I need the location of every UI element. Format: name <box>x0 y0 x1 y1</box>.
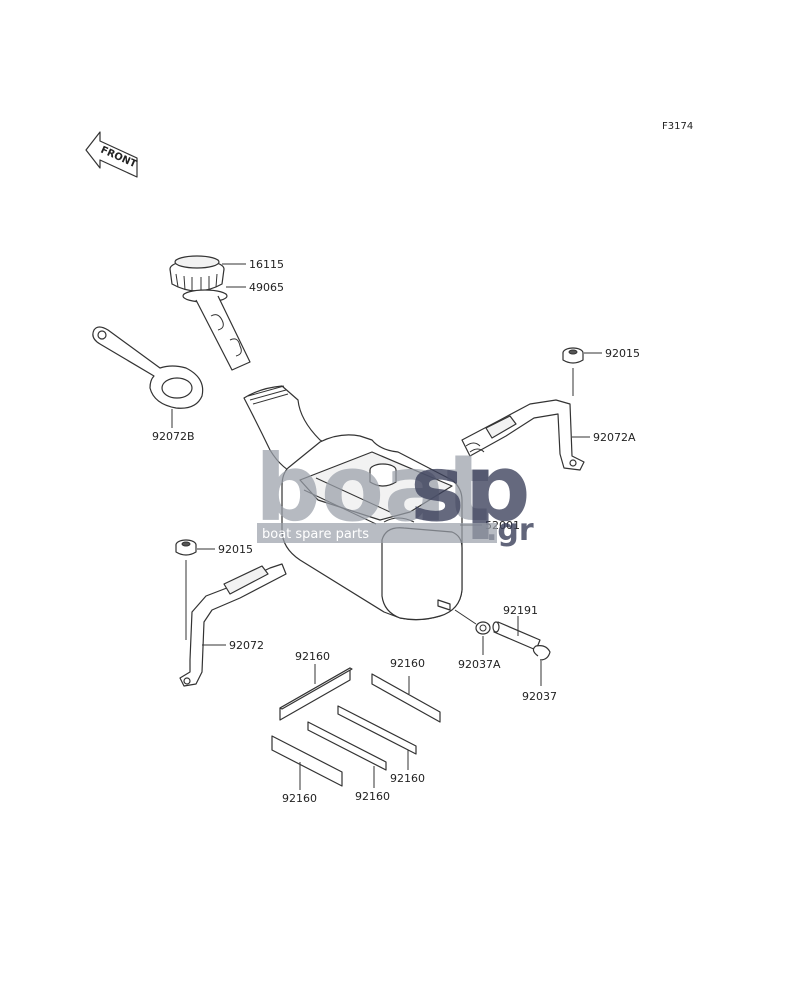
nut-right <box>562 347 584 364</box>
pad-1 <box>279 667 353 721</box>
label-92072b: 92072B <box>152 430 195 443</box>
label-92015-left: 92015 <box>218 543 253 556</box>
band-right <box>461 399 585 471</box>
pad-5 <box>271 735 343 787</box>
watermark-logo: boat sp .gr boat spare parts <box>255 435 534 548</box>
label-92160-2: 92160 <box>390 657 425 670</box>
label-92072: 92072 <box>229 639 264 652</box>
label-92160-4: 92160 <box>355 790 390 803</box>
pad-2 <box>371 673 441 723</box>
filler-strainer <box>182 289 251 371</box>
label-92160-3: 92160 <box>390 772 425 785</box>
pad-3 <box>337 705 417 755</box>
tether-strap <box>92 326 204 409</box>
clamp <box>532 645 551 661</box>
label-92015-right: 92015 <box>605 347 640 360</box>
label-16115: 16115 <box>249 258 284 271</box>
clamp-a <box>475 621 491 635</box>
hose <box>492 621 541 651</box>
pad-4 <box>307 721 387 771</box>
band-left <box>179 563 287 687</box>
filler-cap <box>169 255 225 292</box>
label-92160-1: 92160 <box>295 650 330 663</box>
watermark-tagline: boat spare parts <box>262 527 369 542</box>
label-92191: 92191 <box>503 604 538 617</box>
label-92037a: 92037A <box>458 658 501 671</box>
label-49065: 49065 <box>249 281 284 294</box>
figure-code: F3174 <box>662 121 693 132</box>
front-arrow-icon: FRONT <box>85 131 138 178</box>
label-92160-5: 92160 <box>282 792 317 805</box>
label-92072a: 92072A <box>593 431 636 444</box>
nut-left <box>175 539 197 556</box>
label-92037: 92037 <box>522 690 557 703</box>
